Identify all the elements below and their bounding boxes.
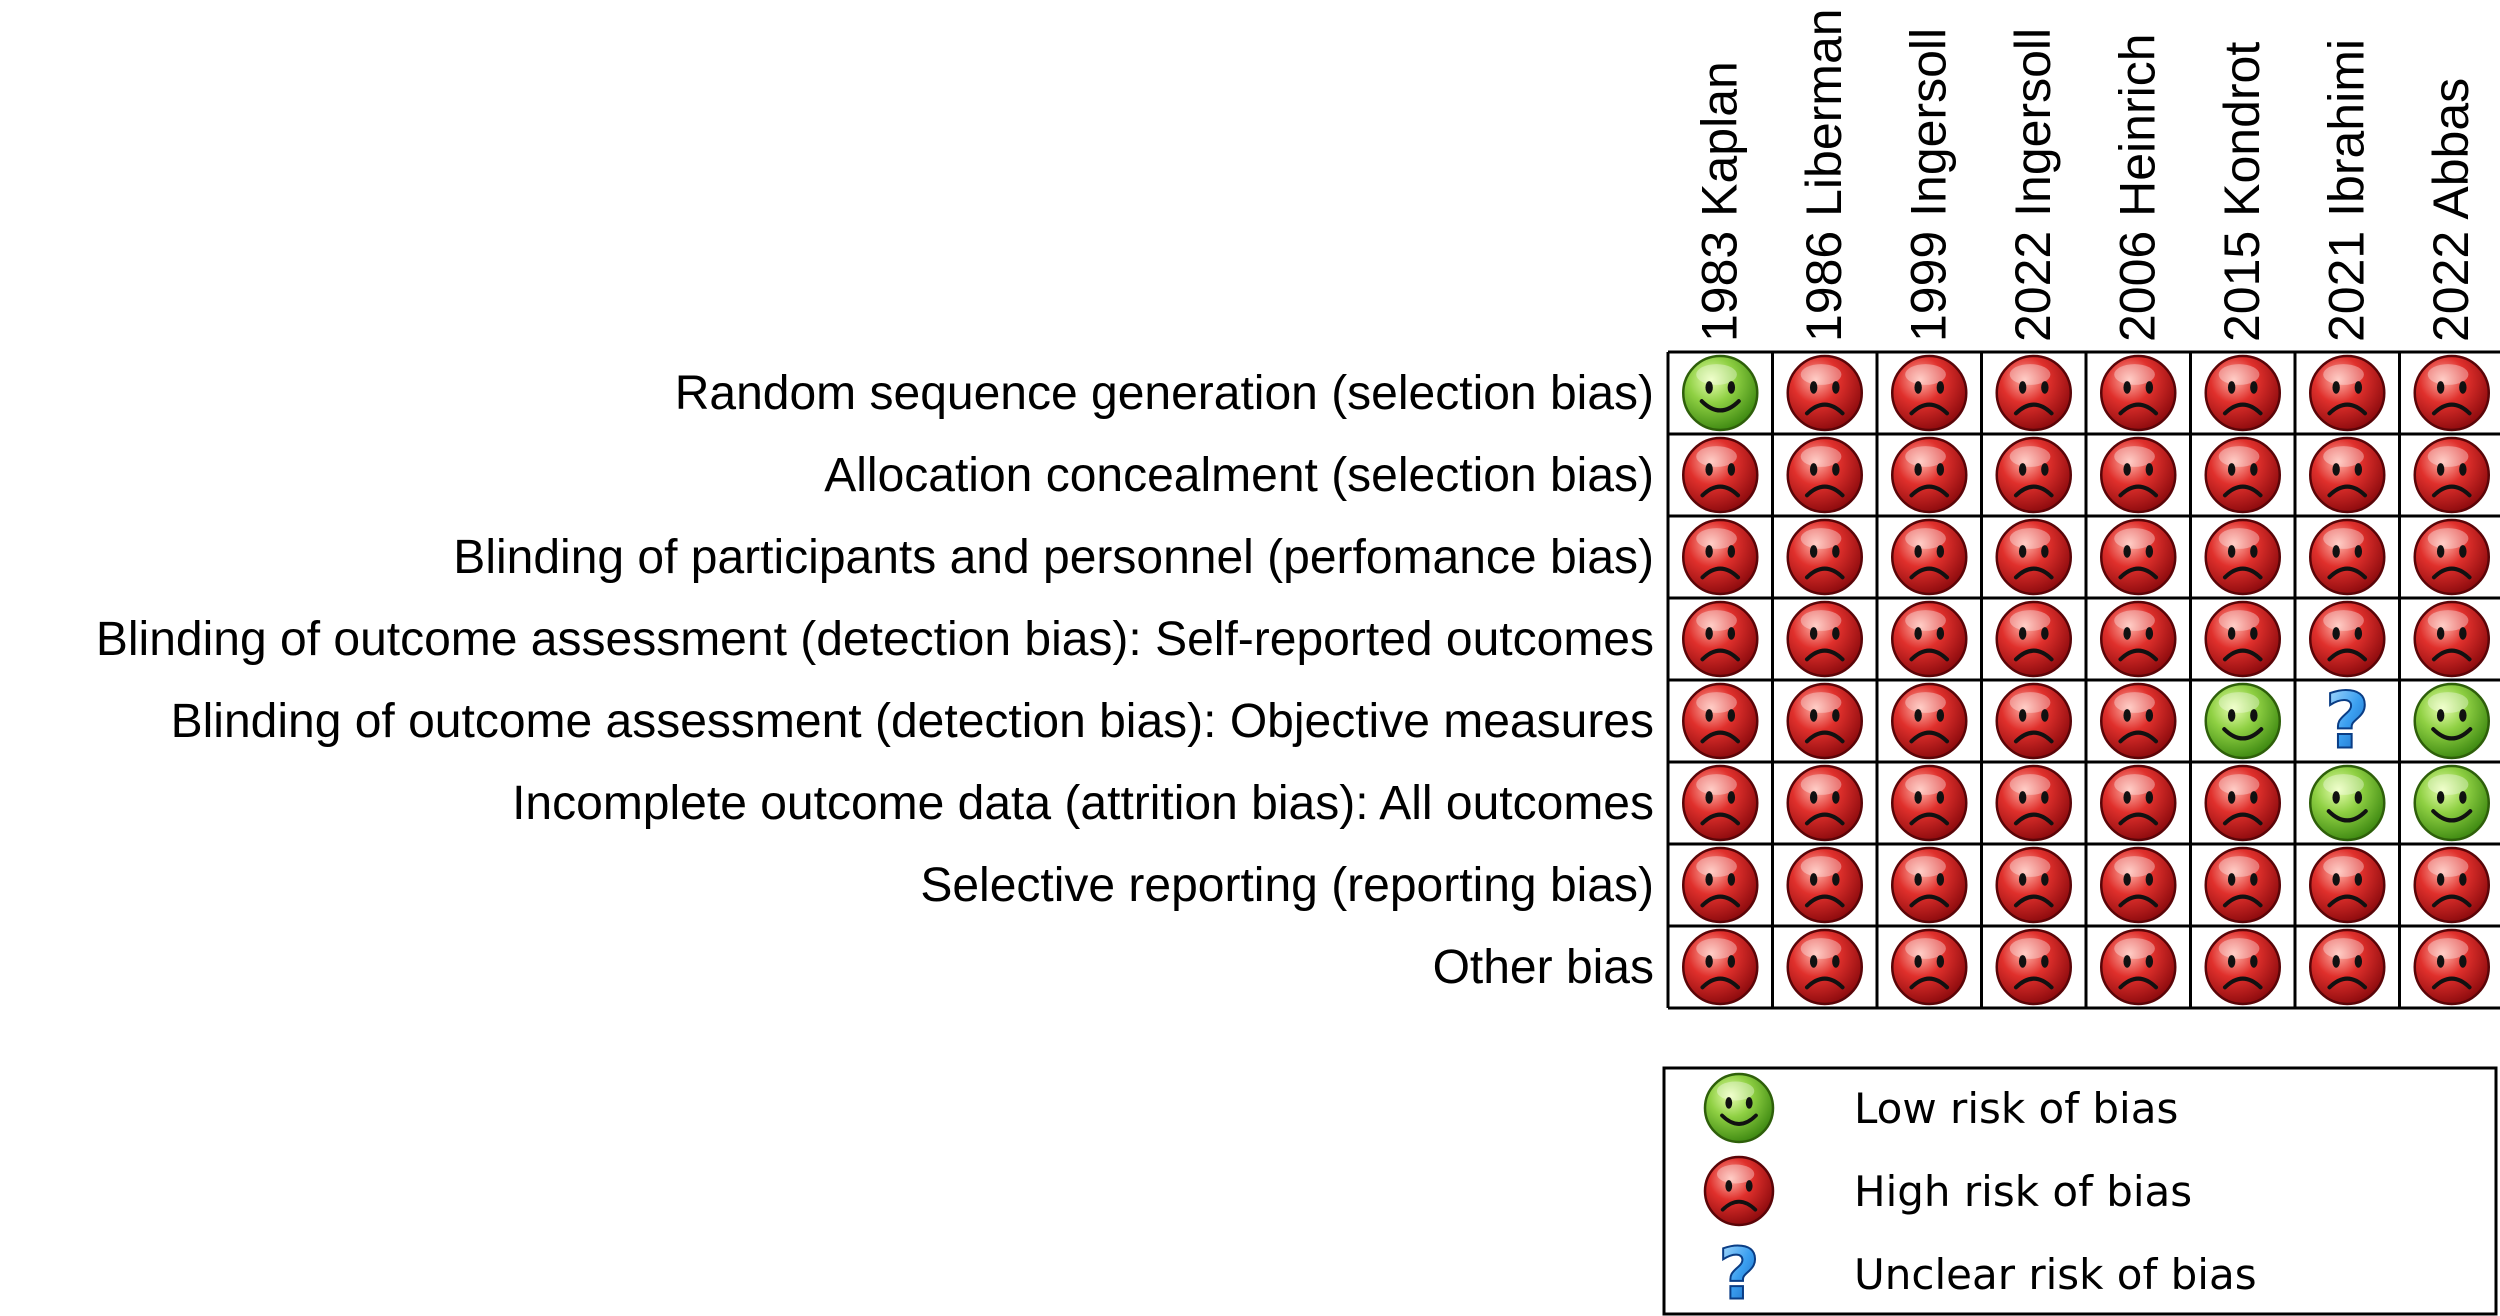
legend-box (1662, 1066, 2498, 1316)
study-label: 2021 Ibrahimi (2318, 39, 2374, 342)
frowning-face-icon (1995, 354, 2072, 432)
judgement-grid (1666, 350, 2500, 1010)
frowning-face-icon (1786, 354, 1863, 432)
frowning-face-icon (1995, 764, 2072, 842)
frowning-face-icon (2204, 846, 2281, 924)
frowning-face-icon (1891, 518, 1968, 596)
frowning-face-icon (2413, 518, 2490, 596)
frowning-face-icon (1786, 600, 1863, 678)
frowning-face-icon (1682, 764, 1759, 842)
frowning-face-icon (2204, 600, 2281, 678)
frowning-face-icon (1682, 928, 1759, 1006)
frowning-face-icon (2413, 354, 2490, 432)
svg-text:?: ? (2325, 677, 2370, 767)
study-labels: 1983 Kaplan 1986 Liberman 1999 Ingersoll 20… (1691, 8, 2479, 342)
frowning-face-icon (1682, 600, 1759, 678)
frowning-face-icon (2100, 928, 2177, 1006)
study-label: 2006 Heinrich (2109, 33, 2165, 342)
smiley-face-icon (1703, 1072, 1775, 1144)
frowning-face-icon (1682, 436, 1759, 514)
frowning-face-icon (2100, 436, 2177, 514)
question-mark-icon: ? (2324, 676, 2371, 768)
domain-label: Selective reporting (reporting bias) (920, 859, 1654, 912)
frowning-face-icon (1995, 436, 2072, 514)
study-label: 2015 Kondrot (2214, 42, 2270, 342)
frowning-face-icon (1786, 518, 1863, 596)
frowning-face-icon (2100, 354, 2177, 432)
legend-label: High risk of bias (1854, 1167, 2192, 1216)
frowning-face-icon (2309, 846, 2386, 924)
frowning-face-icon (2309, 600, 2386, 678)
judgement-cells: ? (1682, 354, 2490, 1006)
study-label: 2022 Abbas (2423, 78, 2479, 342)
frowning-face-icon (1891, 928, 1968, 1006)
frowning-face-icon (1682, 846, 1759, 924)
frowning-face-icon (1682, 682, 1759, 760)
domain-label: Other bias (1433, 941, 1654, 994)
frowning-face-icon (1703, 1155, 1775, 1227)
frowning-face-icon (1682, 518, 1759, 596)
frowning-face-icon (1891, 846, 1968, 924)
smiley-face-icon (2413, 764, 2490, 842)
frowning-face-icon (1786, 682, 1863, 760)
frowning-face-icon (2100, 518, 2177, 596)
frowning-face-icon (1995, 846, 2072, 924)
smiley-face-icon (1682, 354, 1759, 432)
domain-labels: Random sequence generation (selection bi… (96, 367, 1654, 994)
smiley-face-icon (2309, 764, 2386, 842)
frowning-face-icon (2204, 354, 2281, 432)
frowning-face-icon (1891, 600, 1968, 678)
frowning-face-icon (2309, 928, 2386, 1006)
frowning-face-icon (1891, 682, 1968, 760)
frowning-face-icon (2309, 518, 2386, 596)
domain-label: Allocation concealment (selection bias) (824, 449, 1654, 502)
domain-label: Blinding of outcome assessment (detectio… (171, 695, 1654, 748)
frowning-face-icon (1786, 764, 1863, 842)
smiley-face-icon (2413, 682, 2490, 760)
frowning-face-icon (2100, 682, 2177, 760)
frowning-face-icon (1786, 436, 1863, 514)
frowning-face-icon (1891, 764, 1968, 842)
frowning-face-icon (2309, 436, 2386, 514)
frowning-face-icon (2413, 600, 2490, 678)
frowning-face-icon (2100, 846, 2177, 924)
study-label: 1999 Ingersoll (1900, 28, 1956, 342)
frowning-face-icon (2204, 764, 2281, 842)
domain-label: Blinding of outcome assessment (detectio… (96, 613, 1654, 666)
frowning-face-icon (1995, 600, 2072, 678)
legend-label: Unclear risk of bias (1854, 1250, 2257, 1299)
domain-label: Incomplete outcome data (attrition bias)… (512, 777, 1654, 830)
question-mark-icon: ? (1717, 1231, 1760, 1316)
domain-label: Random sequence generation (selection bi… (675, 367, 1654, 420)
domain-label: Blinding of participants and personnel (… (453, 531, 1654, 584)
frowning-face-icon (2204, 436, 2281, 514)
frowning-face-icon (2204, 518, 2281, 596)
frowning-face-icon (2413, 436, 2490, 514)
study-label: 1986 Liberman (1796, 8, 1852, 342)
frowning-face-icon (1891, 436, 1968, 514)
frowning-face-icon (2413, 846, 2490, 924)
frowning-face-icon (2413, 928, 2490, 1006)
frowning-face-icon (1786, 928, 1863, 1006)
frowning-face-icon (1995, 682, 2072, 760)
frowning-face-icon (1786, 846, 1863, 924)
study-label: 1983 Kaplan (1691, 61, 1747, 342)
frowning-face-icon (2204, 928, 2281, 1006)
frowning-face-icon (2309, 354, 2386, 432)
legend-label: Low risk of bias (1854, 1084, 2178, 1133)
svg-text:?: ? (1718, 1232, 1759, 1315)
frowning-face-icon (1995, 928, 2072, 1006)
frowning-face-icon (2100, 600, 2177, 678)
smiley-face-icon (2204, 682, 2281, 760)
study-label: 2022 Ingersoll (2005, 28, 2061, 342)
frowning-face-icon (1995, 518, 2072, 596)
frowning-face-icon (2100, 764, 2177, 842)
frowning-face-icon (1891, 354, 1968, 432)
